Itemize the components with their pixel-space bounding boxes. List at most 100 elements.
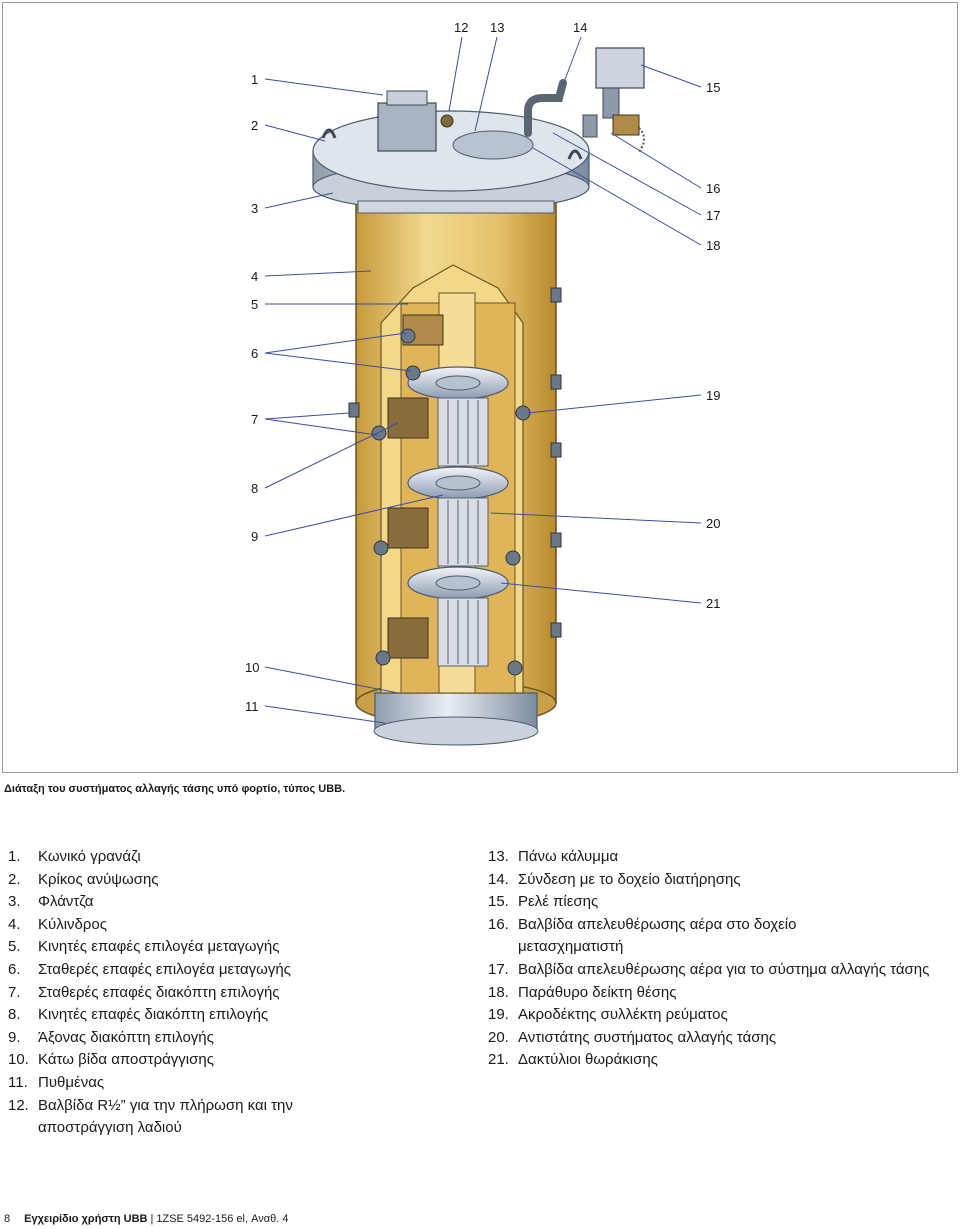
legend-text: Άξονας διακόπτη επιλογής xyxy=(38,1028,214,1046)
legend-number: 17. xyxy=(488,960,509,978)
legend-number: 19. xyxy=(488,1006,509,1024)
bottom-plate xyxy=(373,692,539,746)
legend-item: 16. Βαλβίδα απελευθέρωσης αέρα στο δοχείο… xyxy=(488,914,958,959)
callout-14: 14 xyxy=(573,20,587,35)
legend-text: Σταθερές επαφές διακόπτη επιλογής xyxy=(38,983,280,1001)
legend-number: 12. xyxy=(8,1096,29,1114)
legend-number: 3. xyxy=(8,893,21,911)
callout-2: 2 xyxy=(251,118,258,133)
legend-item: 7. Σταθερές επαφές διακόπτη επιλογής xyxy=(8,982,448,1005)
tap-changer-illustration: 1 2 3 4 5 6 7 8 9 10 11 12 13 14 15 16 1… xyxy=(245,20,720,746)
legend-item: 2. Κρίκος ανύψωσης xyxy=(8,869,448,892)
callout-19: 19 xyxy=(706,388,720,403)
legend-item: 3. Φλάντζα xyxy=(8,891,448,914)
terminals xyxy=(348,287,562,676)
conservator-pipe xyxy=(524,79,567,137)
legend-item: 21.Δακτύλιοι θωράκισης xyxy=(488,1049,958,1072)
legend-number: 18. xyxy=(488,983,509,1001)
legend-right: 13. Πάνω κάλυμμα 14. Σύνδεση με το δοχείο … xyxy=(488,846,958,1072)
resistor-bundles xyxy=(437,397,489,667)
legend-number: 8. xyxy=(8,1006,21,1024)
callout-15: 15 xyxy=(706,80,720,95)
legend-number: 10. xyxy=(8,1051,29,1069)
legend-text: Κάτω βίδα αποστράγγισης xyxy=(38,1051,214,1069)
figure-frame: 1 2 3 4 5 6 7 8 9 10 11 12 13 14 15 16 1… xyxy=(2,2,958,773)
legend-item: 5. Κινητές επαφές επιλογέα μεταγωγής xyxy=(8,936,448,959)
callout-6: 6 xyxy=(251,346,258,361)
legend-item: 20. Αντιστάτης συστήματος αλλαγής τάσης xyxy=(488,1027,958,1050)
callout-9: 9 xyxy=(251,529,258,544)
legend-number: 5. xyxy=(8,938,21,956)
legend-number: 14. xyxy=(488,870,509,888)
footer-separator: | xyxy=(150,1213,154,1225)
legend-item: 18. Παράθυρο δείκτη θέσης xyxy=(488,982,958,1005)
page-number: 8 xyxy=(4,1213,11,1225)
legend-text: Κινητές επαφές επιλογέα μεταγωγής xyxy=(38,938,280,956)
legend-item: 1. Κωνικό γρανάζι xyxy=(8,846,448,869)
legend-item: 14. Σύνδεση με το δοχείο διατήρησης xyxy=(488,869,958,892)
legend-text: Ακροδέκτης συλλέκτη ρεύματος xyxy=(518,1006,728,1024)
legend-number: 9. xyxy=(8,1028,21,1046)
legend-text: Βαλβίδα R½” για την πλήρωση και την αποσ… xyxy=(38,1096,293,1137)
cover-details xyxy=(321,90,583,160)
legend-text: Βαλβίδα απελευθέρωσης αέρα για το σύστημ… xyxy=(518,960,930,978)
legend-item: 8.Κινητές επαφές διακόπτη επιλογής xyxy=(8,1004,448,1027)
legend-item: 10. Κάτω βίδα αποστράγγισης xyxy=(8,1049,448,1072)
leader-lines xyxy=(264,36,702,724)
callout-4: 4 xyxy=(251,269,258,284)
manual-title: Εγχειρίδιο χρήστη UBB xyxy=(24,1213,148,1225)
callout-10: 10 xyxy=(245,660,259,675)
callout-21: 21 xyxy=(706,596,720,611)
legend-item: 15. Ρελέ πίεσης xyxy=(488,891,958,914)
legend-text: Κύλινδρος xyxy=(38,915,107,933)
legend-number: 15. xyxy=(488,893,509,911)
legend-number: 7. xyxy=(8,983,21,1001)
page-footer: 8 Εγχειρίδιο χρήστη UBB|1ZSE 5492-156 el,… xyxy=(4,1213,288,1225)
legend-item: 11. Πυθμένας xyxy=(8,1072,448,1095)
legend-text: Πάνω κάλυμμα xyxy=(518,848,619,865)
legend-item: 13. Πάνω κάλυμμα xyxy=(488,846,958,869)
flange xyxy=(312,110,590,214)
legend-text: Βαλβίδα απελευθέρωσης αέρα στο δοχείο με… xyxy=(518,915,797,956)
legend-text: Κρίκος ανύψωσης xyxy=(38,870,159,888)
callout-13: 13 xyxy=(490,20,504,35)
legend-number: 2. xyxy=(8,870,21,888)
callout-12: 12 xyxy=(454,20,468,35)
legend-text: Δακτύλιοι θωράκισης xyxy=(518,1051,658,1069)
callout-8: 8 xyxy=(251,481,258,496)
legend-item: 17. Βαλβίδα απελευθέρωσης αέρα για το σύσ… xyxy=(488,959,958,982)
legend-text: Σύνδεση με το δοχείο διατήρησης xyxy=(518,870,741,888)
legend-number: 6. xyxy=(8,960,21,978)
contact-assemblies xyxy=(387,314,444,659)
callout-1: 1 xyxy=(251,72,258,87)
legend-left: 1. Κωνικό γρανάζι 2. Κρίκος ανύψωσης 3. Φλά… xyxy=(8,846,448,1140)
legend-number: 1. xyxy=(8,848,21,865)
callout-5: 5 xyxy=(251,297,258,312)
legend-text: Παράθυρο δείκτη θέσης xyxy=(518,983,677,1001)
legend-text: Φλάντζα xyxy=(38,893,94,911)
legend-text: Πυθμένας xyxy=(38,1073,105,1091)
legend-text: Αντιστάτης συστήματος αλλαγής τάσης xyxy=(518,1028,777,1046)
legend-item: 4. Κύλινδρος xyxy=(8,914,448,937)
pressure-relay xyxy=(582,47,645,153)
legend-text: Κωνικό γρανάζι xyxy=(38,848,141,865)
legend-number: 16. xyxy=(488,915,509,933)
legend-number: 20. xyxy=(488,1028,509,1046)
callout-numbers: 1 2 3 4 5 6 7 8 9 10 11 12 13 14 15 16 1… xyxy=(245,20,720,714)
shielding-rings xyxy=(407,366,509,600)
callout-3: 3 xyxy=(251,201,258,216)
legend-number: 13. xyxy=(488,848,509,865)
callout-17: 17 xyxy=(706,208,720,223)
callout-18: 18 xyxy=(706,238,720,253)
legend-item: 19. Ακροδέκτης συλλέκτη ρεύματος xyxy=(488,1004,958,1027)
legend-text: Σταθερές επαφές επιλογέα μεταγωγής xyxy=(38,960,291,978)
callout-20: 20 xyxy=(706,516,720,531)
legend-number: 4. xyxy=(8,915,21,933)
legend-item: 12. Βαλβίδα R½” για την πλήρωση και την α… xyxy=(8,1095,448,1140)
callout-11: 11 xyxy=(245,699,259,714)
callout-16: 16 xyxy=(706,181,720,196)
callout-7: 7 xyxy=(251,412,258,427)
legend-text: Ρελέ πίεσης xyxy=(518,893,599,911)
document-reference: 1ZSE 5492-156 el, Αναθ. 4 xyxy=(156,1213,289,1225)
legend-number: 11. xyxy=(8,1073,28,1091)
